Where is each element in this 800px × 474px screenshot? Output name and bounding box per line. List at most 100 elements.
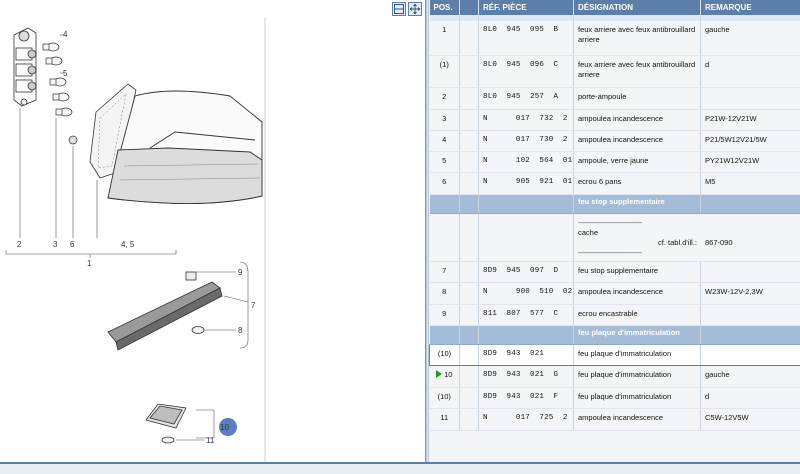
cross-ref-link[interactable]: 867-090 bbox=[705, 237, 733, 247]
row-designation: feu stop supplementaire bbox=[573, 261, 701, 283]
header-designation[interactable]: DÉSIGNATION bbox=[573, 0, 701, 15]
parts-list-pane: POS. RÉF. PIÈCE DÉSIGNATION REMARQUE 1 8… bbox=[429, 0, 800, 462]
row-select[interactable] bbox=[459, 365, 479, 388]
table-row[interactable]: 2 8L0 945 257 A porte-ampoule bbox=[429, 87, 800, 110]
row-pos: 10 bbox=[444, 369, 453, 379]
row-ref: 8D9 943 021 F bbox=[478, 387, 574, 409]
row-remark: P21/5W12V21/5W bbox=[700, 130, 800, 152]
row-select[interactable] bbox=[459, 21, 479, 56]
row-ref: 8D9 943 021 G bbox=[478, 365, 574, 388]
row-pos: 6 bbox=[429, 172, 460, 195]
table-row[interactable]: 9 811 807 577 C ecrou encastrable bbox=[429, 304, 800, 326]
row-select[interactable] bbox=[459, 387, 479, 409]
table-row[interactable]: 8 N 900 510 02 ampoulea incandescence W2… bbox=[429, 282, 800, 305]
stop-lamp-drawing bbox=[107, 271, 223, 351]
callout-10-highlight[interactable] bbox=[219, 418, 237, 436]
row-remark bbox=[700, 87, 800, 110]
row-select[interactable] bbox=[459, 261, 479, 283]
row-remark: C5W-12V5W bbox=[700, 408, 800, 431]
parts-table: POS. RÉF. PIÈCE DÉSIGNATION REMARQUE 1 8… bbox=[429, 0, 800, 431]
table-row[interactable]: (10) 8D9 943 021 F feu plaque d'immatric… bbox=[429, 387, 800, 409]
row-ref: N 017 730 2 bbox=[478, 130, 574, 152]
row-pos: 3 bbox=[429, 109, 460, 131]
bulb-holder-drawing bbox=[13, 27, 37, 107]
bottom-status-bar bbox=[0, 462, 800, 474]
row-pos: (10) bbox=[429, 387, 460, 409]
row-pos: 4 bbox=[429, 130, 460, 152]
callout-5: 5 bbox=[63, 69, 68, 78]
table-row-selected[interactable]: (10) 8D9 943 021 feu plaque d'immatricul… bbox=[429, 343, 800, 366]
table-row[interactable]: 5 N 102 564 01 ampoule, verre jaune PY21… bbox=[429, 151, 800, 173]
row-designation: ampoule, verre jaune bbox=[573, 151, 701, 173]
callout-1: 1 bbox=[87, 259, 92, 268]
callout-2: 2 bbox=[17, 240, 22, 249]
row-designation: ampoulea incandescence bbox=[573, 408, 701, 431]
callout-9: 9 bbox=[238, 268, 243, 277]
header-ref[interactable]: RÉF. PIÈCE bbox=[478, 0, 574, 15]
row-remark: W23W-12V-2,3W bbox=[700, 282, 800, 305]
callout-6: 6 bbox=[70, 240, 75, 249]
row-designation: ampoulea incandescence bbox=[573, 109, 701, 131]
row-remark: gauche bbox=[700, 21, 800, 56]
row-remark bbox=[700, 343, 800, 366]
exploded-diagram-pane[interactable]: 4 5 2 3 6 4, 5 1 9 7 8 bbox=[0, 0, 425, 462]
table-row[interactable]: 1 8L0 945 095 B feux arriere avec feux a… bbox=[429, 21, 800, 56]
row-select[interactable] bbox=[459, 343, 479, 366]
table-row[interactable]: 11 N 017 725 2 ampoulea incandescence C5… bbox=[429, 408, 800, 431]
row-ref: N 017 725 2 bbox=[478, 408, 574, 431]
row-select[interactable] bbox=[459, 282, 479, 305]
cross-reference-row[interactable]: -------------------------------- cache c… bbox=[429, 213, 800, 262]
row-remark bbox=[700, 261, 800, 283]
row-remark: M5 bbox=[700, 172, 800, 195]
row-ref: N 017 732 2 bbox=[478, 109, 574, 131]
row-ref: 8L0 945 095 B bbox=[478, 21, 574, 56]
section-header-plate-lamp: feu plaque d'immatriculation bbox=[429, 325, 800, 345]
row-select[interactable] bbox=[459, 408, 479, 431]
plate-lamp-drawing bbox=[145, 403, 187, 444]
header-pos[interactable]: POS. bbox=[429, 0, 460, 15]
row-designation: ampoulea incandescence bbox=[573, 282, 701, 305]
row-pos: 11 bbox=[429, 408, 460, 431]
row-remark: d bbox=[700, 387, 800, 409]
current-item-arrow-icon bbox=[436, 369, 443, 378]
table-row[interactable]: 4 N 017 730 2 ampoulea incandescence P21… bbox=[429, 130, 800, 152]
row-select[interactable] bbox=[459, 304, 479, 326]
row-remark: d bbox=[700, 55, 800, 88]
row-pos: (10) bbox=[429, 343, 460, 366]
pane-splitter[interactable] bbox=[425, 0, 429, 462]
move-arrows-icon[interactable] bbox=[408, 2, 422, 16]
table-row[interactable]: 7 8D9 945 097 D feu stop supplementaire bbox=[429, 261, 800, 283]
bulbs-drawing bbox=[42, 42, 78, 145]
row-pos: 7 bbox=[429, 261, 460, 283]
section-title: feu stop supplementaire bbox=[573, 194, 701, 214]
row-pos: 8 bbox=[429, 282, 460, 305]
row-designation: feu plaque d'immatriculation bbox=[573, 365, 701, 388]
row-ref: 8D9 943 021 bbox=[478, 343, 574, 366]
view-split-icon[interactable] bbox=[392, 2, 406, 16]
row-pos: 5 bbox=[429, 151, 460, 173]
row-select[interactable] bbox=[459, 172, 479, 195]
row-remark: gauche bbox=[700, 365, 800, 388]
table-row[interactable]: 3 N 017 732 2 ampoulea incandescence P21… bbox=[429, 109, 800, 131]
callout-10[interactable]: 10 bbox=[220, 423, 229, 432]
callout-4-5: 4, 5 bbox=[121, 240, 135, 249]
tail-lamp-drawing bbox=[107, 90, 263, 204]
spacer-row bbox=[429, 15, 800, 21]
row-remark: PY21W12V21W bbox=[700, 151, 800, 173]
row-designation: feu plaque d'immatriculation bbox=[573, 343, 701, 366]
row-select[interactable] bbox=[459, 151, 479, 173]
row-select[interactable] bbox=[459, 109, 479, 131]
cross-ref-dashes: -------------------------------- bbox=[578, 247, 642, 257]
row-select[interactable] bbox=[459, 130, 479, 152]
row-select[interactable] bbox=[459, 87, 479, 110]
row-ref: N 102 564 01 bbox=[478, 151, 574, 173]
table-row[interactable]: 10 8D9 943 021 G feu plaque d'immatricul… bbox=[429, 365, 800, 388]
row-pos: (1) bbox=[429, 55, 460, 88]
callout-7: 7 bbox=[251, 301, 256, 310]
row-ref: N 905 921 01 bbox=[478, 172, 574, 195]
table-row[interactable]: 6 N 905 921 01 ecrou 6 pans M5 bbox=[429, 172, 800, 195]
row-designation: porte-ampoule bbox=[573, 87, 701, 110]
row-select[interactable] bbox=[459, 55, 479, 88]
table-row[interactable]: (1) 8L0 945 096 C feux arriere avec feux… bbox=[429, 55, 800, 88]
header-remark[interactable]: REMARQUE bbox=[700, 0, 800, 15]
